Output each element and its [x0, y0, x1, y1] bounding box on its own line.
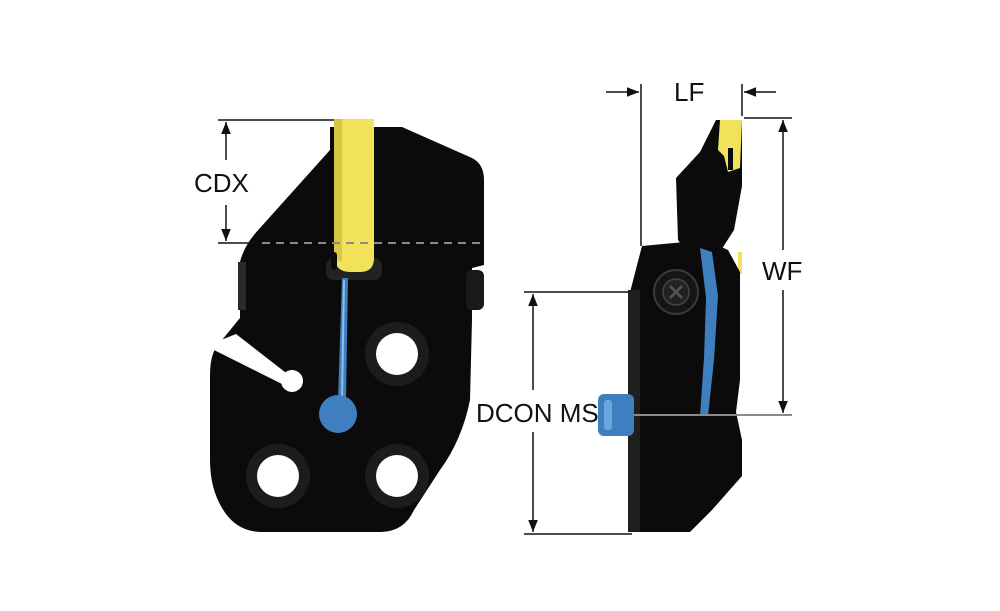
coolant-channel-highlight — [341, 280, 345, 398]
relief-hole — [281, 370, 303, 392]
front-left-notch — [238, 262, 246, 310]
side-view — [598, 120, 792, 532]
coolant-connector-icon — [598, 394, 634, 436]
side-coolant-channel — [700, 248, 718, 416]
coolant-outlet — [319, 395, 357, 433]
side-insert-slot — [728, 148, 733, 170]
side-insert-edge — [738, 252, 742, 274]
relief-slit — [206, 334, 290, 386]
side-insert — [718, 120, 742, 172]
mount-hole-bottom-right-inner — [376, 455, 418, 497]
lf-label: LF — [674, 77, 704, 107]
wf-dimension: WF — [744, 117, 802, 413]
mount-hole-top-inner — [376, 333, 418, 375]
cdx-dimension: CDX — [194, 119, 484, 244]
front-view — [206, 119, 484, 532]
cdx-label: CDX — [194, 168, 249, 198]
lf-dimension: LF — [606, 77, 776, 246]
insert-shade — [334, 119, 342, 262]
front-side-nub — [466, 270, 484, 310]
cutting-insert — [334, 119, 374, 272]
dcon-ms-dimension: DCON MS — [476, 291, 632, 535]
coolant-connector-highlight — [604, 400, 612, 430]
insert-slot — [331, 252, 337, 270]
dcon-ms-label: DCON MS — [476, 398, 599, 428]
screw-socket — [669, 285, 683, 299]
mount-hole-bottom-left-inner — [257, 455, 299, 497]
wf-label: WF — [762, 256, 802, 286]
